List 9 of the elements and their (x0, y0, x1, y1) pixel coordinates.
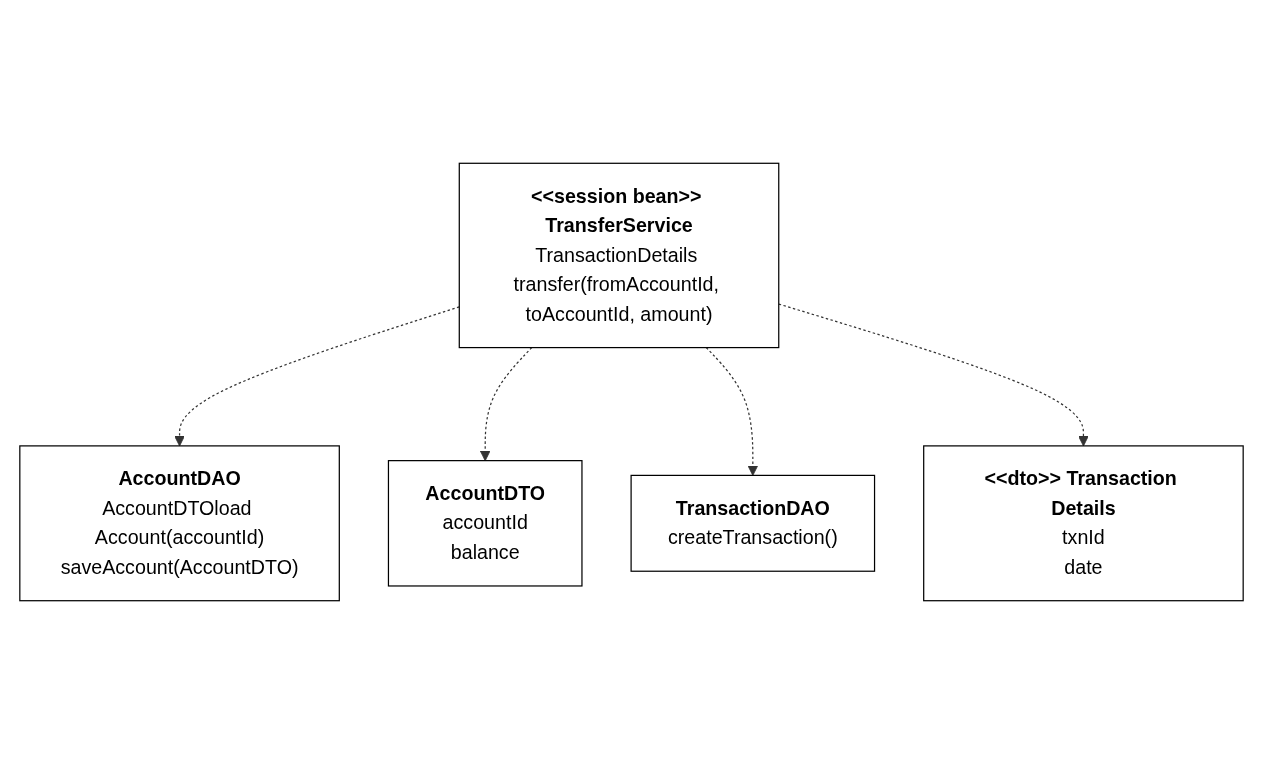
arrow (479, 347, 533, 462)
node-box: <<dto>> Transaction Details txnId date (923, 445, 1244, 602)
arrow (778, 303, 1089, 447)
arrow (705, 347, 759, 476)
node-box: TransactionDAO createTransaction() (630, 474, 876, 572)
node-box: AccountDTO accountId balance (387, 460, 583, 587)
node-box: <<session bean>> TransferService TransactionDetails transfer(fromAccountId, toAccountId, amount) (458, 162, 780, 349)
node-box: AccountDAO AccountDTOload Account(accountId) saveAccount(AccountDTO) (19, 445, 340, 602)
arrow (174, 306, 460, 447)
